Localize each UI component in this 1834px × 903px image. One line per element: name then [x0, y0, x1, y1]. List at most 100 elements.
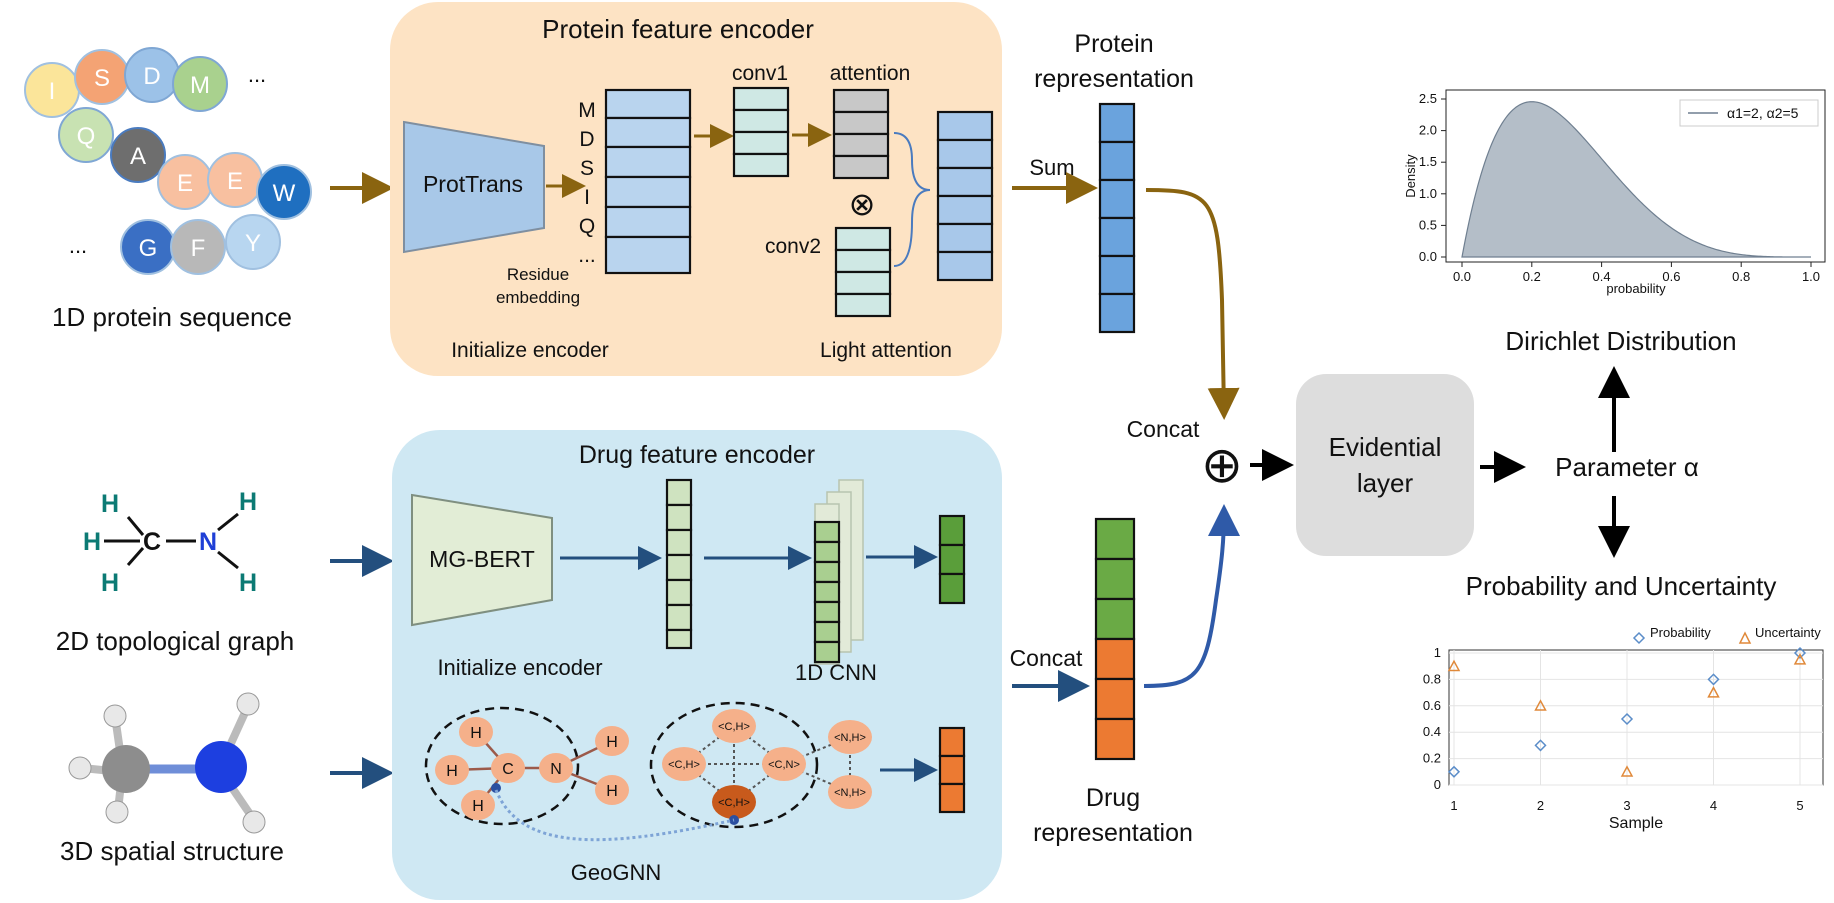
drug-rep-cell-orange	[1094, 717, 1136, 761]
residue-letter: E	[177, 170, 193, 197]
cnn-filter-cell	[813, 560, 841, 584]
atom-node: H	[595, 726, 629, 756]
protein-rep-cell	[1098, 216, 1136, 258]
atom-node-label: C	[502, 761, 514, 778]
conv1-cell	[732, 86, 790, 112]
h-atom-sphere	[105, 800, 129, 824]
residue-embedding-line1: Residue	[507, 265, 569, 284]
residue-letter: I	[49, 78, 56, 105]
density-x-tick-label: 0.0	[1453, 269, 1471, 284]
evidential-label-line1: Evidential	[1329, 432, 1442, 462]
residue-bubble: S	[74, 49, 130, 105]
scatter-grid	[1449, 650, 1823, 786]
drug-rep-cell-orange	[1094, 677, 1136, 721]
scatter-y-tick-label: 0.4	[1423, 724, 1441, 739]
ellipsis-bottom: ...	[69, 233, 87, 258]
bond-node: <C,H>	[712, 709, 756, 743]
bond	[126, 547, 145, 566]
scatter-xlabel: Sample	[1609, 815, 1663, 832]
light-attention-output	[936, 110, 994, 282]
density-x-tick-label: 0.2	[1523, 269, 1541, 284]
uncertainty-point	[1534, 699, 1547, 711]
geognn-out-cell	[938, 754, 966, 786]
scatter-x-tick-label: 2	[1537, 798, 1544, 813]
scatter-points	[1447, 646, 1807, 778]
bond-graph-boundary	[649, 701, 819, 829]
attention-brace	[893, 132, 931, 267]
protein-representation-vector	[1098, 102, 1136, 334]
density-legend: α1=2, α2=5	[1679, 99, 1819, 127]
scatter-x-tick-label: 4	[1710, 798, 1717, 813]
seq-letter: M	[578, 99, 596, 122]
cnn-label: 1D CNN	[795, 660, 877, 685]
atom-node-label: H	[606, 734, 618, 751]
atom-node: H	[461, 790, 495, 820]
mgbert-label: MG-BERT	[429, 546, 535, 572]
scatter-x-tick-label: 1	[1450, 798, 1457, 813]
density-y-tick-label: 1.0	[1419, 186, 1437, 201]
cnn-filter-stack	[813, 479, 864, 665]
drug-rep-cell-green	[1094, 517, 1136, 561]
atom-node: N	[539, 753, 573, 783]
residue-letter: Y	[245, 230, 261, 257]
geognn-out-cell	[938, 726, 966, 758]
drug-rep-cell-green	[1094, 597, 1136, 641]
protein-encoder-panel: Protein feature encoder ProtTrans M D S …	[390, 2, 1002, 376]
bond-node: <C,H>	[712, 785, 756, 819]
scatter-legend: Probability Uncertainty	[1632, 625, 1821, 645]
density-x-tick-label: 0.8	[1732, 269, 1750, 284]
drug-3d-structure: 3D spatial structure	[60, 692, 284, 866]
h-atom-sphere	[242, 810, 266, 834]
protein-rep-cell	[1098, 102, 1136, 144]
attention-cell	[832, 110, 890, 136]
sequence-letters: M D S I Q ...	[578, 99, 596, 267]
residue-bubble: F	[170, 219, 226, 275]
bond-node-label: <N,H>	[834, 787, 866, 799]
residue-letter: E	[227, 168, 243, 195]
residue-bubble: M	[172, 56, 228, 112]
atom-node-label: H	[446, 763, 458, 780]
residue-bubble: Q	[58, 107, 114, 163]
residue-bubble: A	[110, 127, 166, 183]
n-atom-sphere	[195, 741, 247, 793]
attention-label: attention	[830, 62, 911, 85]
cnn-filter-cell	[813, 520, 841, 544]
conv1-cell	[732, 130, 790, 156]
dirichlet-label: Dirichlet Distribution	[1505, 326, 1736, 356]
density-ylabel: Density	[1403, 154, 1418, 198]
h-atom-sphere	[68, 756, 92, 780]
atom-h: H	[101, 490, 119, 518]
protein-rep-label-line2: representation	[1034, 65, 1194, 93]
fusion-concat-label: Concat	[1127, 416, 1200, 442]
la-out-cell	[936, 194, 994, 226]
seq-letter: I	[584, 186, 590, 209]
c-atom-sphere	[102, 745, 150, 793]
probability-point	[1707, 673, 1720, 686]
h-atom-sphere	[236, 692, 260, 716]
conv1-label: conv1	[732, 62, 788, 85]
scatter-x-tick-label: 3	[1623, 798, 1630, 813]
residue-letter: D	[143, 63, 160, 90]
density-area	[1461, 101, 1811, 258]
density-xlabel: probability	[1606, 281, 1666, 296]
residue-bubble: I	[24, 62, 80, 118]
bond-node-label: <C,H>	[718, 797, 750, 809]
seq-letter: D	[579, 128, 594, 151]
residue-bubble: W	[256, 164, 312, 220]
scatter-y-tick-label: 1	[1434, 645, 1441, 660]
evidential-layer-box	[1296, 374, 1474, 556]
graph-edge	[733, 763, 785, 803]
attention-cell	[832, 88, 890, 114]
density-y-tick-label: 0.5	[1419, 217, 1437, 232]
oplus-icon: ⊕	[1201, 437, 1243, 493]
atom-n: N	[199, 528, 217, 556]
conv2-cell	[834, 270, 892, 296]
protein-rep-cell	[1098, 254, 1136, 296]
prottrans-label: ProtTrans	[423, 171, 523, 197]
protein-init-label: Initialize encoder	[451, 339, 609, 362]
atom-bond-link	[494, 789, 735, 842]
attention-block	[832, 88, 890, 180]
density-y-tick-label: 1.5	[1419, 154, 1437, 169]
matrix-cell	[604, 145, 692, 179]
